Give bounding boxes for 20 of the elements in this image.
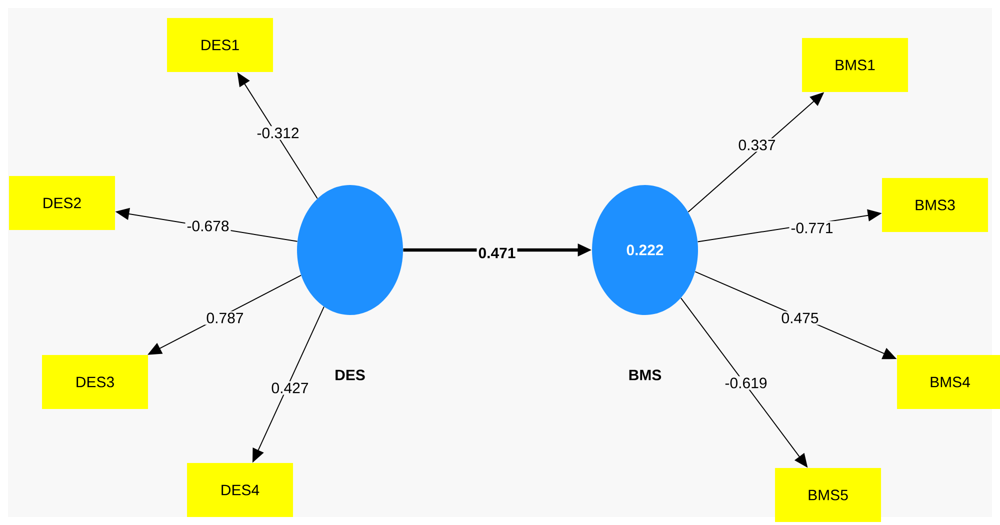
indicator-box: BMS3: [882, 178, 988, 232]
node-caption: DES: [336, 370, 365, 380]
edge-label: -0.619: [723, 376, 769, 390]
latent-circle: [297, 185, 403, 315]
edge-label: 0.471: [476, 246, 518, 260]
node-caption: BMS: [629, 370, 662, 380]
edge-label: 0.475: [780, 311, 820, 325]
indicator-box: DES3: [42, 355, 148, 409]
indicator-box: BMS1: [802, 38, 908, 92]
edge-label: 0.427: [270, 381, 310, 395]
edge-label: 0.337: [736, 138, 778, 152]
edge-label: -0.771: [789, 221, 835, 235]
indicator-box: BMS5: [775, 468, 881, 522]
indicator-box: DES1: [167, 18, 273, 72]
edge-label: -0.678: [185, 219, 231, 233]
edge-label: 0.787: [204, 311, 246, 325]
indicator-box: DES2: [9, 176, 115, 230]
indicator-box: DES4: [187, 463, 293, 517]
indicator-box: BMS4: [897, 355, 1000, 409]
edge-label: -0.312: [255, 126, 301, 140]
